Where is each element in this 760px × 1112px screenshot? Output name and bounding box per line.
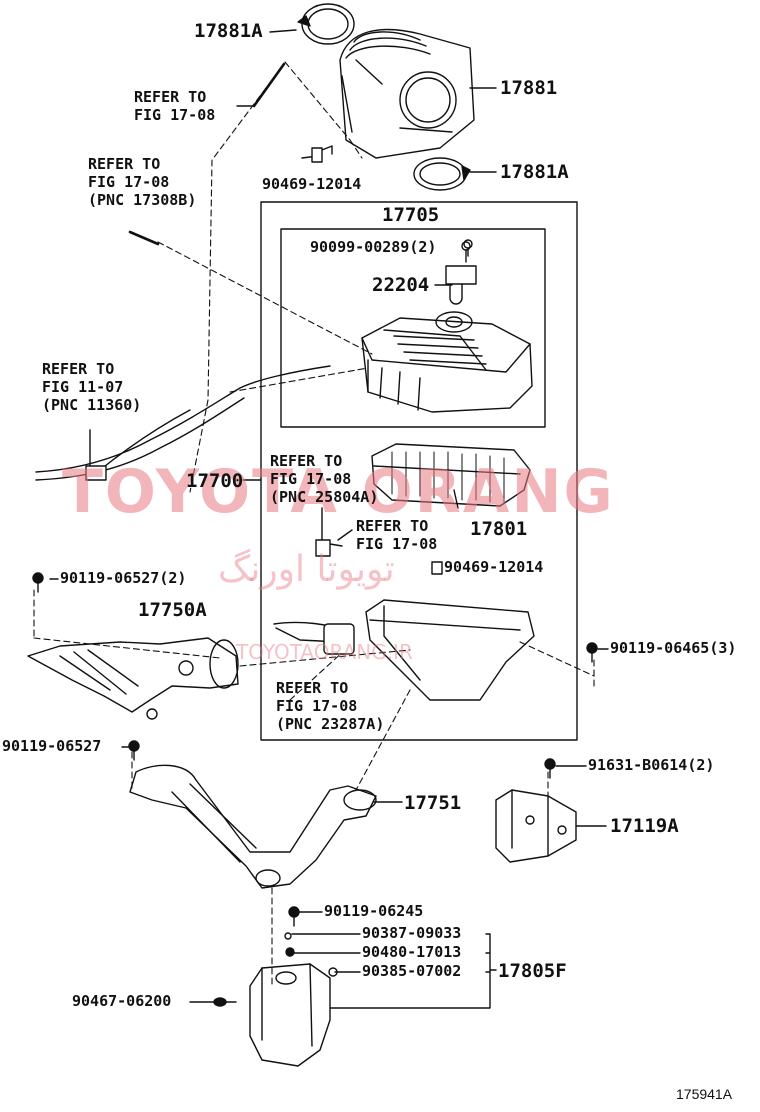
bolt-icon-90119-06465	[586, 642, 598, 663]
refer-note-4-line3: (PNC 25804A)	[270, 488, 379, 506]
part-label-17700: 17700	[186, 470, 244, 492]
watermark-site: TOYOTAORANG.IR	[236, 640, 413, 664]
bolt-icon-90119-06527-2	[32, 572, 44, 593]
refer-note-1: REFER TO FIG 17-08	[134, 88, 215, 124]
part-label-22204: 22204	[372, 274, 430, 296]
refer-note-5: REFER TO FIG 17-08	[356, 517, 437, 553]
part-label-90480-17013: 90480-17013	[362, 943, 462, 961]
bolt-icon-90119-06527	[128, 740, 140, 761]
clip-icon-right	[431, 561, 443, 575]
vacuum-hose-icon	[128, 62, 286, 246]
refer-note-5-line1: REFER TO	[356, 517, 429, 535]
part-label-90469-12014-top: 90469-12014	[262, 175, 362, 193]
refer-note-3: REFER TO FIG 11-07 (PNC 11360)	[42, 360, 141, 414]
refer-note-3-line2: FIG 11-07	[42, 378, 124, 396]
air-intake-hose-icon	[339, 28, 475, 159]
nut-icon-90385	[328, 967, 338, 977]
part-label-17119A: 17119A	[610, 815, 679, 837]
part-label-90467-06200: 90467-06200	[72, 992, 172, 1010]
bolt-icon-90119-06245	[288, 906, 300, 927]
refer-note-2-line1: REFER TO	[88, 155, 161, 173]
watermark-persian: تویوتا اورنگ	[218, 549, 395, 590]
air-cleaner-case-icon	[273, 599, 535, 701]
part-label-17881: 17881	[500, 77, 558, 99]
air-duct-icon-17751	[129, 764, 377, 889]
part-label-90099-00289: 90099-00289(2)	[310, 238, 437, 256]
refer-note-4-line2: FIG 17-08	[270, 470, 352, 488]
part-label-17705: 17705	[382, 204, 440, 226]
air-cleaner-cap-icon	[361, 311, 533, 413]
part-label-90119-06245: 90119-06245	[324, 902, 424, 920]
leader-lines	[49, 29, 609, 1009]
clip-icon-top	[311, 145, 333, 163]
refer-note-3-line3: (PNC 11360)	[42, 396, 142, 414]
part-label-17750A: 17750A	[138, 599, 207, 621]
refer-note-6-line1: REFER TO	[276, 679, 349, 697]
refer-note-1-line2: FIG 17-08	[134, 106, 216, 124]
part-label-17881A-mid: 17881A	[500, 161, 569, 183]
washer-icon-90387	[284, 932, 292, 940]
refer-note-6: REFER TO FIG 17-08 (PNC 23287A)	[276, 679, 384, 733]
intake-air-temp-sensor-icon	[445, 241, 477, 305]
part-label-17805F: 17805F	[498, 960, 567, 982]
refer-note-3-line1: REFER TO	[42, 360, 115, 378]
refer-note-6-line3: (PNC 23287A)	[276, 715, 385, 733]
bolt-icon-91631	[544, 758, 556, 779]
clip-icon-90467	[213, 997, 237, 1007]
bolt-icon-90099	[463, 239, 473, 257]
part-label-90469-12014-mid: 90469-12014	[444, 558, 544, 576]
refer-note-4-line1: REFER TO	[270, 452, 343, 470]
refer-note-2-line3: (PNC 17308B)	[88, 191, 197, 209]
refer-note-6-line2: FIG 17-08	[276, 697, 358, 715]
part-label-90119-06527-2: 90119-06527(2)	[60, 569, 187, 587]
bracket-icon-17119A	[495, 789, 577, 863]
part-label-90119-06527: 90119-06527	[2, 737, 102, 755]
part-label-90387-09033: 90387-09033	[362, 924, 462, 942]
assembly-frame-17705	[260, 201, 578, 741]
refer-note-5-line2: FIG 17-08	[356, 535, 438, 553]
part-label-17881A-top: 17881A	[194, 20, 263, 42]
refer-note-2: REFER TO FIG 17-08 (PNC 17308B)	[88, 155, 196, 209]
washer-icon-90480	[285, 947, 295, 957]
air-filter-element-icon	[371, 443, 531, 507]
refer-note-2-line2: FIG 17-08	[88, 173, 170, 191]
part-label-91631-B0614: 91631-B0614(2)	[588, 756, 715, 774]
figure-id: 175941A	[676, 1086, 733, 1102]
part-label-90119-06465: 90119-06465(3)	[610, 639, 737, 657]
watermark-brand: TOYOTA ORANG	[62, 457, 615, 527]
part-label-17801: 17801	[470, 518, 528, 540]
hose-clamp-icon-mid	[413, 157, 471, 191]
part-label-17751: 17751	[404, 792, 462, 814]
wire-harness-icon	[35, 365, 331, 481]
hose-clamp-icon-top	[297, 3, 355, 45]
part-label-90385-07002: 90385-07002	[362, 962, 462, 980]
subassembly-frame-cap	[280, 228, 546, 428]
air-duct-icon-17750A	[27, 637, 239, 720]
refer-note-4: REFER TO FIG 17-08 (PNC 25804A)	[270, 452, 378, 506]
resonator-icon-17805F	[249, 963, 331, 1067]
clip-icon-mid	[315, 539, 343, 557]
refer-note-1-line1: REFER TO	[134, 88, 207, 106]
